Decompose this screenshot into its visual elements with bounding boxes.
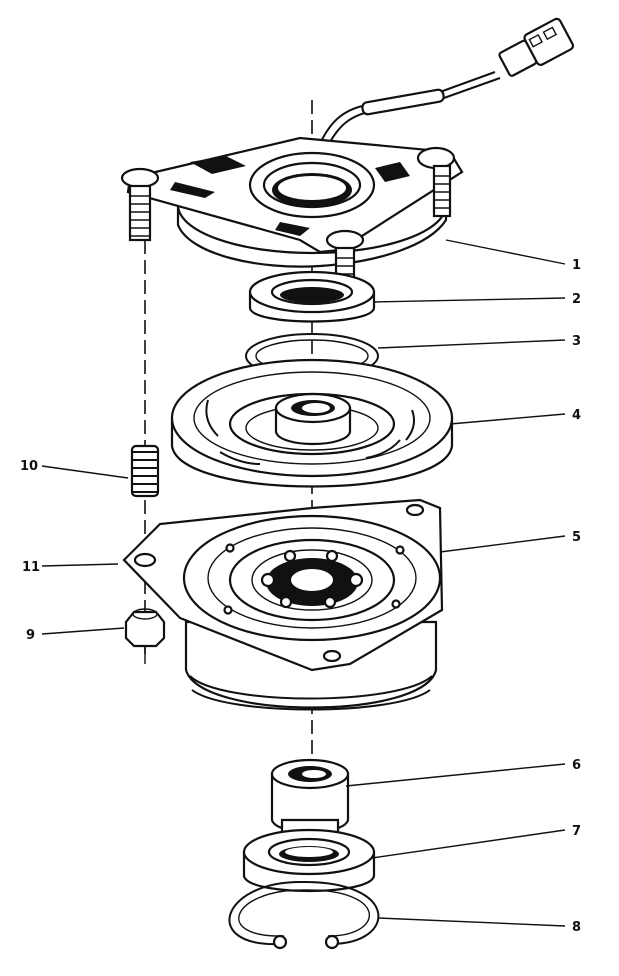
- lower-bearing: [242, 828, 376, 893]
- callout-11: 11: [22, 560, 40, 575]
- rotor: [170, 358, 454, 488]
- callout-6: 6: [572, 758, 581, 773]
- field-coil-assembly: [120, 136, 464, 310]
- callout-8: 8: [572, 920, 581, 935]
- callout-4: 4: [572, 408, 581, 423]
- armature-assembly: [122, 498, 444, 711]
- hex-nut: [124, 608, 166, 664]
- callout-7: 7: [572, 824, 581, 839]
- callout-1: 1: [572, 258, 581, 273]
- spacer-bushing: [270, 758, 350, 851]
- compression-spring: [130, 444, 160, 498]
- callout-5: 5: [572, 530, 581, 545]
- leader-lines: [41, 239, 566, 927]
- bearing: [248, 270, 376, 323]
- callout-9: 9: [26, 628, 35, 643]
- callout-2: 2: [572, 292, 581, 307]
- callout-10: 10: [20, 459, 38, 474]
- wire-connector: [317, 17, 575, 151]
- callout-3: 3: [572, 334, 581, 349]
- retaining-ring: [228, 880, 380, 950]
